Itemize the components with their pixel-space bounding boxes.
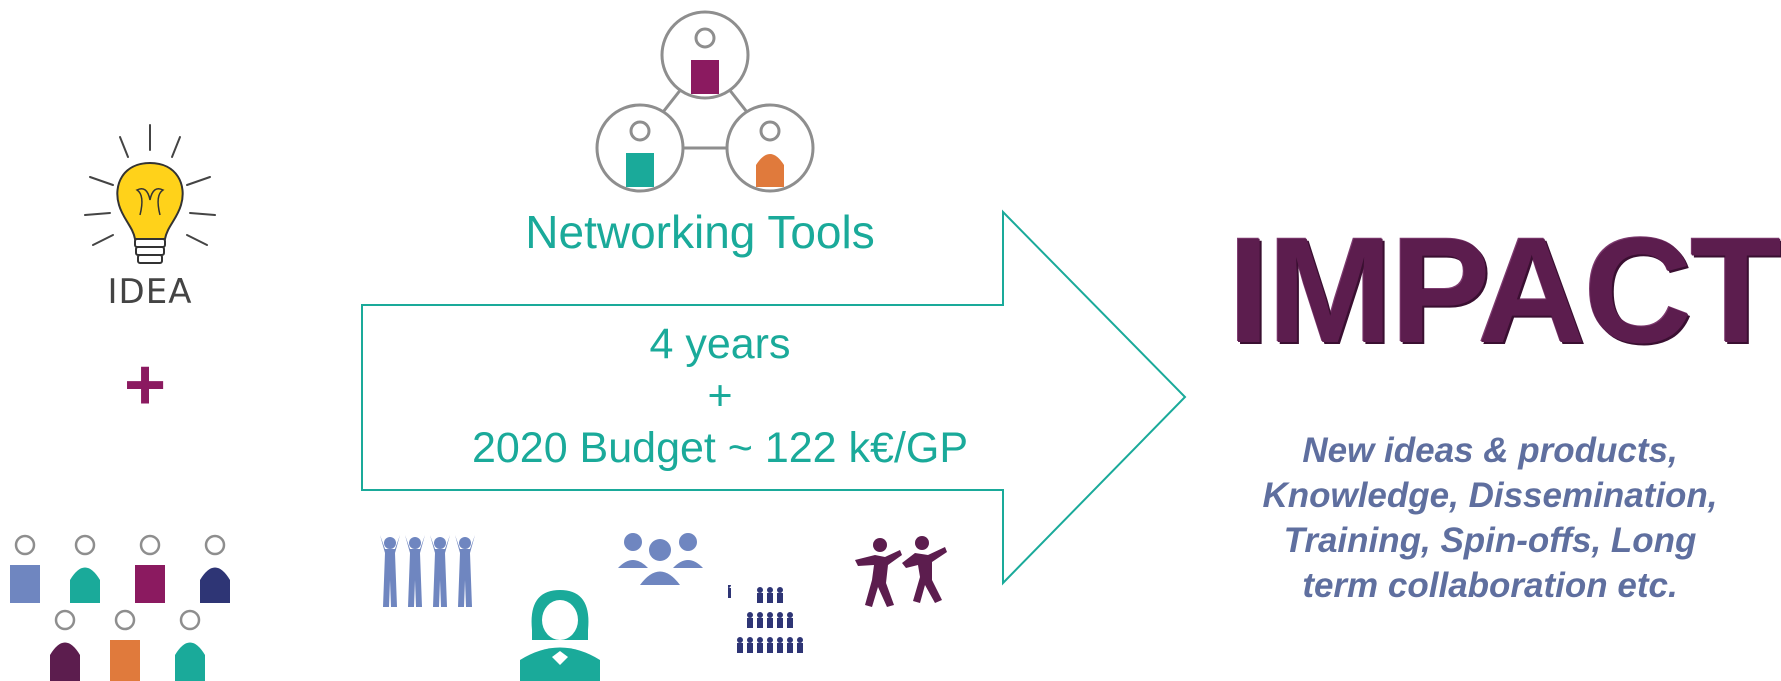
idea-label: IDEA (107, 272, 193, 312)
cheering-people-icon (380, 535, 475, 607)
impact-line: Knowledge, Dissemination, (1262, 476, 1718, 515)
network-icon (595, 10, 815, 193)
dancing-people-icon (855, 536, 947, 607)
impact-line: New ideas & products, (1302, 431, 1678, 470)
impact-line: term collaboration etc. (1302, 566, 1678, 605)
arrow-plus: + (707, 372, 733, 420)
budget-label: 2020 Budget ~ 122 k€/GP (471, 424, 969, 472)
woman-avatar-icon (520, 590, 600, 681)
people-row-icon (10, 534, 230, 681)
impact-line: Training, Spin-offs, Long (1283, 521, 1697, 560)
group-icon (618, 533, 703, 585)
plus-sign: + (123, 345, 167, 425)
arrow-text: 4 years + 2020 Budget ~ 122 k€/GP (360, 318, 1080, 474)
impact-description: New ideas & products, Knowledge, Dissemi… (1205, 428, 1775, 608)
crowd-pyramid-icon (728, 585, 803, 653)
lightbulb-icon (84, 124, 216, 264)
duration-label: 4 years (649, 320, 791, 368)
networking-tools-label: Networking Tools (525, 206, 875, 258)
impact-title: IMPACT (1228, 206, 1781, 374)
